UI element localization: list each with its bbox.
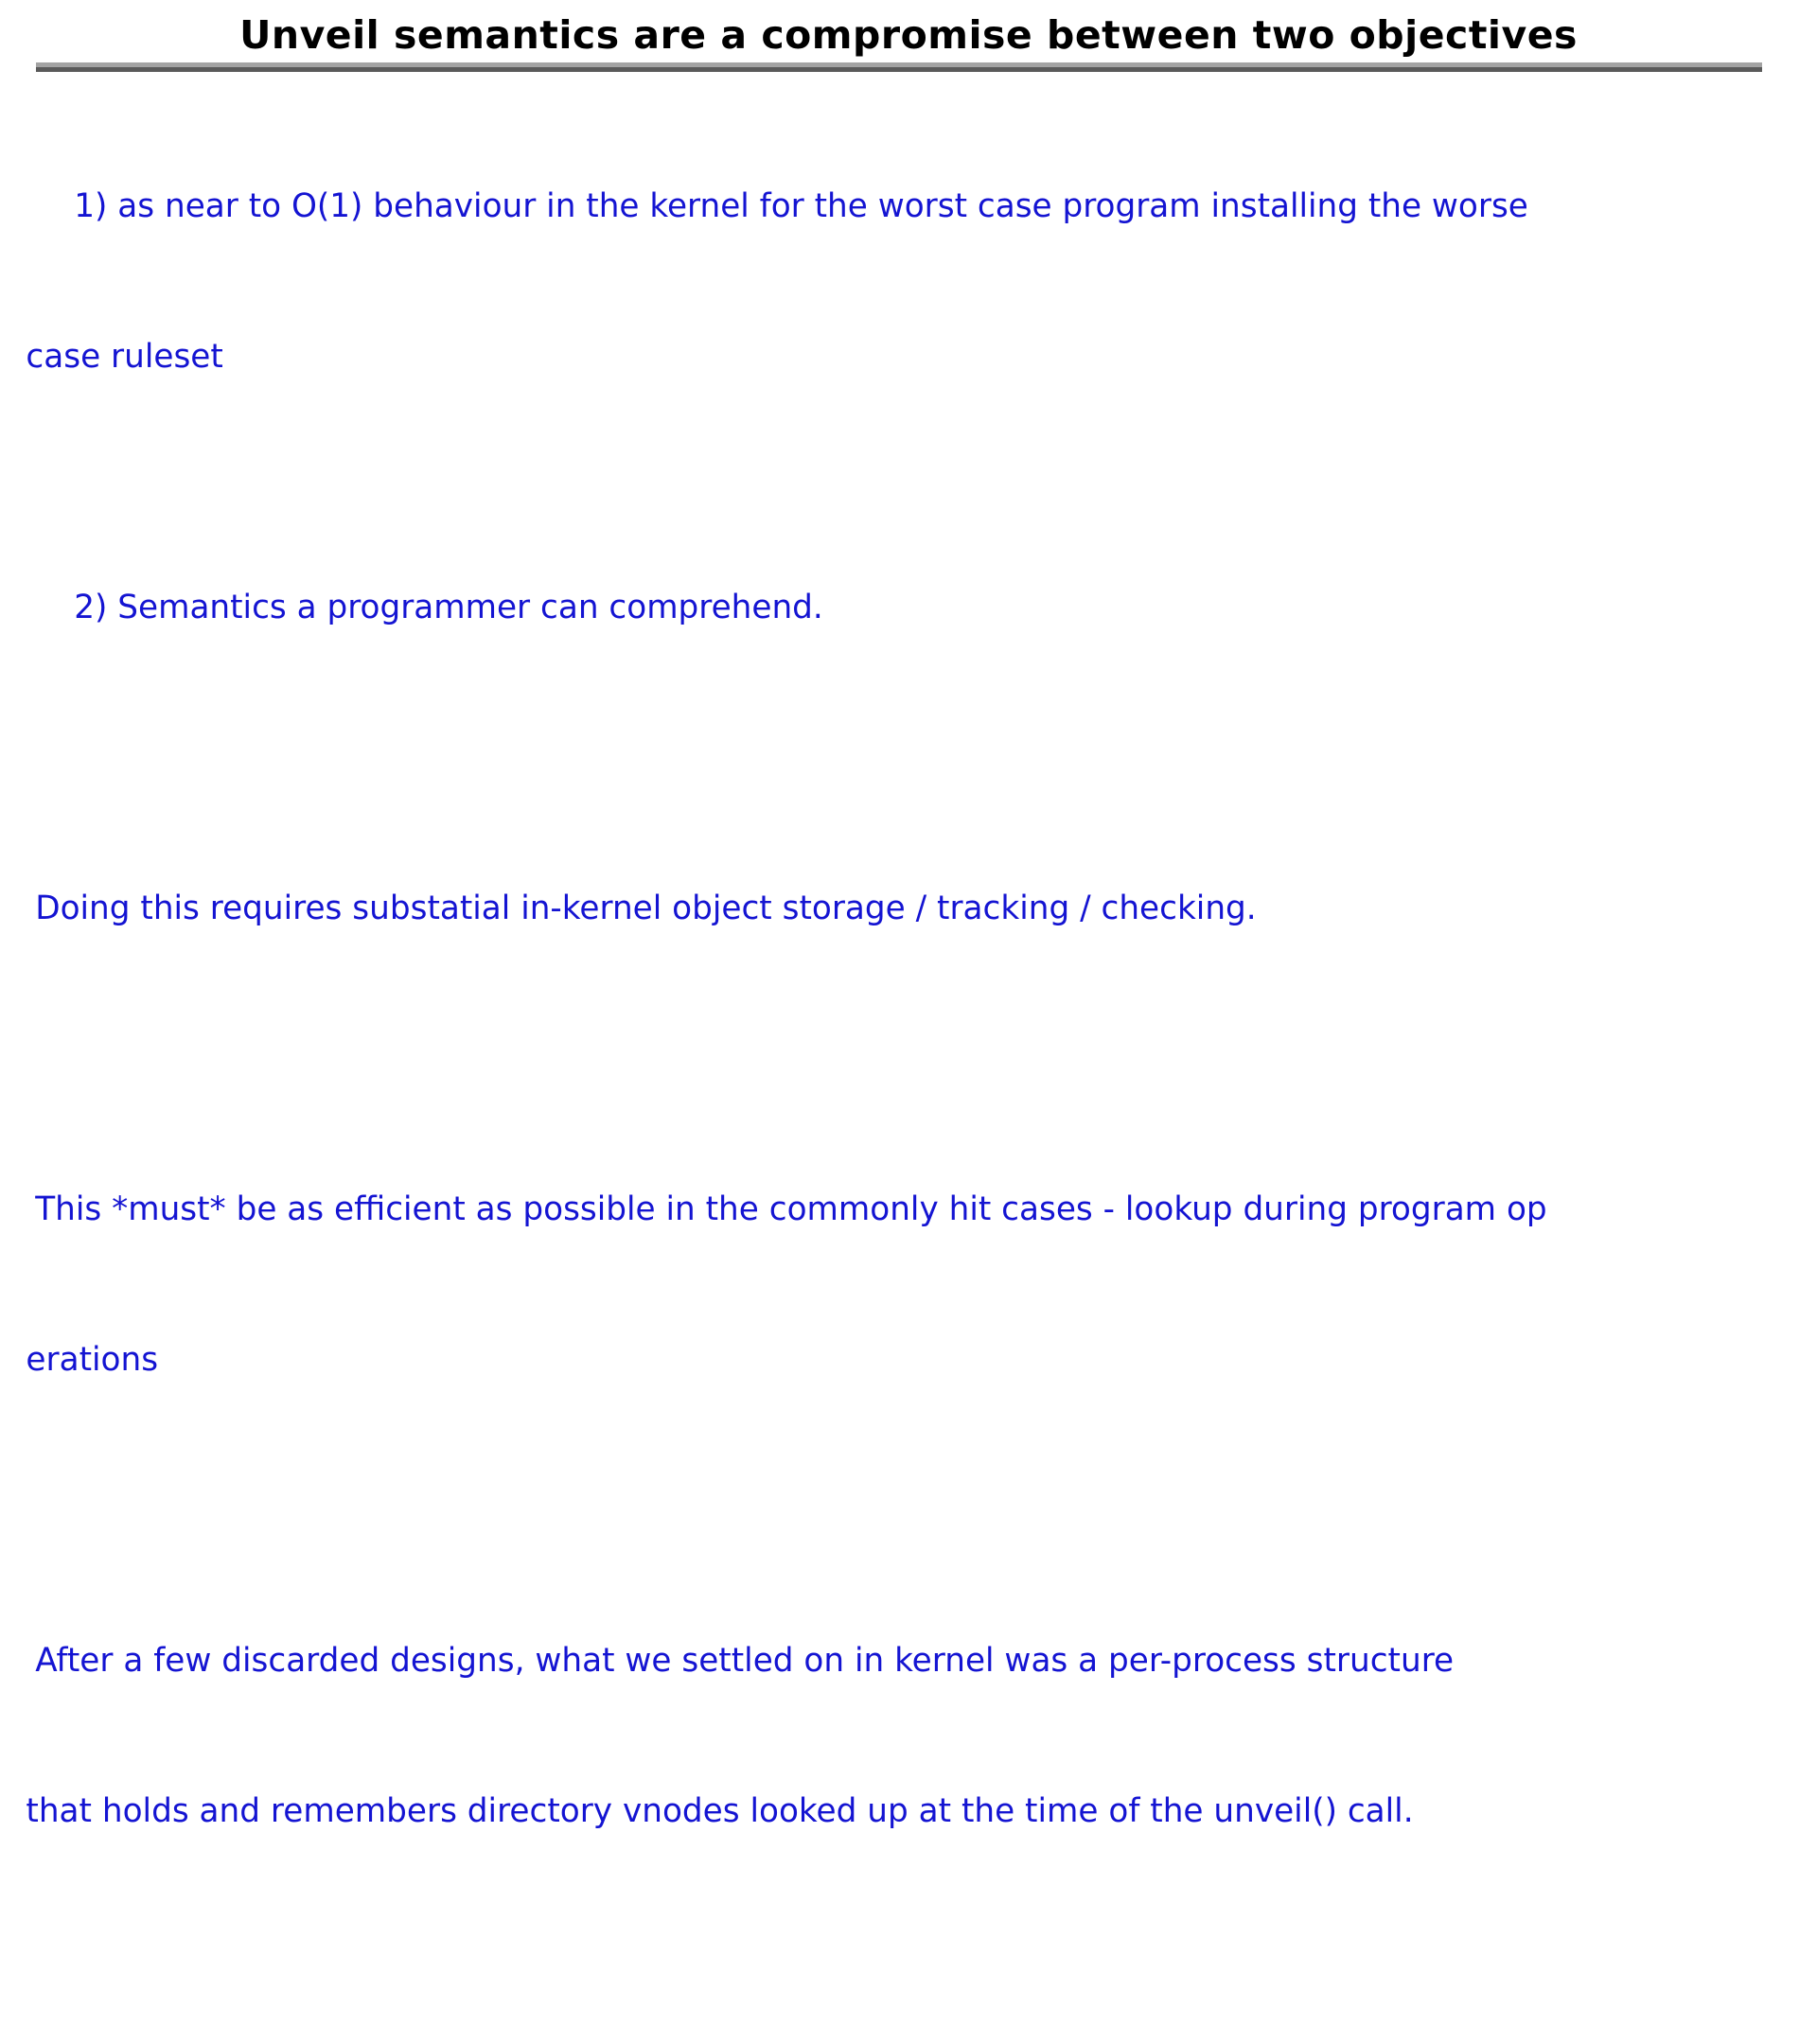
- bullet-list: - Unveiling a non directory remembers th…: [0, 1987, 1817, 2044]
- paragraph-storage: Doing this requires substatial in-kernel…: [0, 784, 1817, 1034]
- paragraph-efficiency-line-2: erations: [26, 1341, 159, 1379]
- paragraph-design: After a few discarded designs, what we s…: [0, 1536, 1817, 1937]
- page-title: Unveil semantics are a compromise betwee…: [239, 12, 1578, 58]
- paragraph-efficiency: This *must* be as efficient as possible …: [0, 1084, 1817, 1486]
- paragraph-efficiency-line-1: This *must* be as efficient as possible …: [35, 1190, 1547, 1228]
- paragraph-design-line-2: that holds and remembers directory vnode…: [26, 1792, 1414, 1830]
- body-spacer-2: [0, 1034, 1817, 1084]
- objective-item-2: 2) Semantics a programmer can comprehend…: [0, 483, 1817, 733]
- paragraph-storage-line-1: Doing this requires substatial in-kernel…: [35, 890, 1257, 927]
- objective-item-1: 1) as near to O(1) behaviour in the kern…: [0, 81, 1817, 483]
- objective-2-line-1: 2) Semantics a programmer can comprehend…: [74, 589, 823, 626]
- title-divider-rule: [36, 62, 1762, 72]
- slide-body: 1) as near to O(1) behaviour in the kern…: [0, 81, 1817, 2044]
- body-spacer-1: [0, 733, 1817, 784]
- title-divider-rule-dark: [36, 67, 1762, 72]
- title-divider-rule-light: [36, 62, 1762, 67]
- objective-1-line-2: case ruleset: [26, 338, 223, 376]
- objective-1-line-1: 1) as near to O(1) behaviour in the kern…: [74, 187, 1528, 225]
- slide-root: Unveil semantics are a compromise betwee…: [26, 12, 1762, 1830]
- body-spacer-3: [0, 1486, 1817, 1536]
- body-spacer-4: [0, 1937, 1817, 1987]
- paragraph-design-line-1: After a few discarded designs, what we s…: [35, 1642, 1455, 1680]
